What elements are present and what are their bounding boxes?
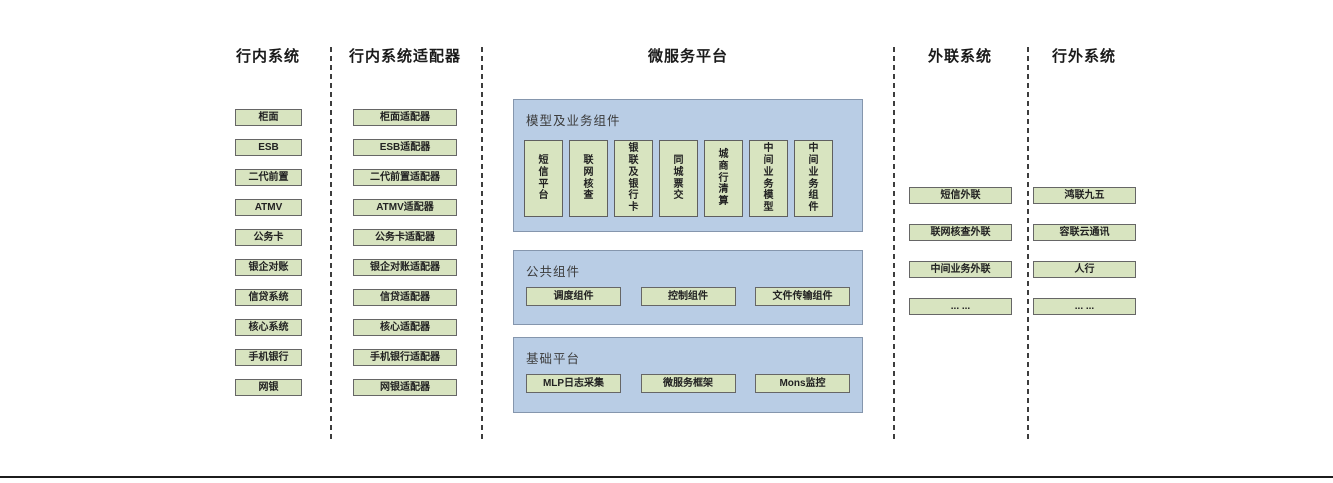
component-box: 短信平台: [524, 140, 563, 217]
system-box: 手机银行: [235, 349, 302, 366]
outside-box-ellipsis: ... ...: [1033, 298, 1136, 315]
panel-model-business-components: 模型及业务组件 短信平台 联网核查 银联及银行卡 同城票交 城商行清算 中间业务…: [513, 99, 863, 232]
box-row: MLP日志采集 微服务框架 Mons监控: [526, 374, 850, 393]
system-box: 银企对账: [235, 259, 302, 276]
lane-title-external: 外联系统: [927, 48, 993, 65]
adapter-box: ESB适配器: [353, 139, 457, 156]
lane-title-inbank: 行内系统: [235, 48, 301, 65]
lane-divider-4: [1027, 47, 1029, 442]
external-box: 短信外联: [909, 187, 1012, 204]
component-box: 中间业务组件: [794, 140, 833, 217]
system-box: 公务卡: [235, 229, 302, 246]
adapter-box: 信贷适配器: [353, 289, 457, 306]
component-box: 微服务框架: [640, 374, 736, 393]
component-label: 城商行清算: [718, 149, 729, 208]
bottom-rule: [0, 476, 1333, 478]
vertical-box-row: 短信平台 联网核查 银联及银行卡 同城票交 城商行清算 中间业务模型 中间业务组…: [524, 140, 833, 217]
adapter-box: 核心适配器: [353, 319, 457, 336]
system-box: 柜面: [235, 109, 302, 126]
component-box: 中间业务模型: [749, 140, 788, 217]
adapter-box: 银企对账适配器: [353, 259, 457, 276]
component-box: 调度组件: [526, 287, 621, 306]
adapters-lane: 柜面适配器 ESB适配器 二代前置适配器 ATMV适配器 公务卡适配器 银企对账…: [353, 109, 457, 396]
panel-label: 公共组件: [526, 265, 581, 279]
component-box: 联网核查: [569, 140, 608, 217]
system-box: 核心系统: [235, 319, 302, 336]
component-label: 联网核查: [583, 154, 594, 202]
outside-box: 鸿联九五: [1033, 187, 1136, 204]
lane-divider-2: [481, 47, 483, 442]
external-lane: 短信外联 联网核查外联 中间业务外联 ... ...: [909, 187, 1012, 315]
adapter-box: 公务卡适配器: [353, 229, 457, 246]
adapter-box: 网银适配器: [353, 379, 457, 396]
system-box: 二代前置: [235, 169, 302, 186]
component-box: 同城票交: [659, 140, 698, 217]
system-box: 网银: [235, 379, 302, 396]
lane-divider-3: [893, 47, 895, 442]
adapter-box: ATMV适配器: [353, 199, 457, 216]
external-box: 中间业务外联: [909, 261, 1012, 278]
component-label: 短信平台: [538, 154, 549, 202]
external-box-ellipsis: ... ...: [909, 298, 1012, 315]
lane-title-outside: 行外系统: [1051, 48, 1117, 65]
system-box: 信贷系统: [235, 289, 302, 306]
panel-common-components: 公共组件 调度组件 控制组件 文件传输组件: [513, 250, 863, 325]
component-label: 同城票交: [673, 154, 684, 202]
lane-title-adapters: 行内系统适配器: [348, 48, 462, 65]
adapter-box: 柜面适配器: [353, 109, 457, 126]
adapter-box: 手机银行适配器: [353, 349, 457, 366]
panel-label: 基础平台: [526, 352, 581, 366]
component-box: MLP日志采集: [526, 374, 621, 393]
adapter-box: 二代前置适配器: [353, 169, 457, 186]
lane-title-platform: 微服务平台: [647, 48, 729, 65]
external-box: 联网核查外联: [909, 224, 1012, 241]
outside-box: 容联云通讯: [1033, 224, 1136, 241]
component-label: 中间业务组件: [808, 143, 819, 214]
component-label: 银联及银行卡: [628, 143, 639, 214]
system-box: ESB: [235, 139, 302, 156]
panel-base-platform: 基础平台 MLP日志采集 微服务框架 Mons监控: [513, 337, 863, 413]
inbank-lane: 柜面 ESB 二代前置 ATMV 公务卡 银企对账 信贷系统 核心系统 手机银行…: [235, 109, 302, 396]
panel-label: 模型及业务组件: [526, 114, 621, 128]
box-row: 调度组件 控制组件 文件传输组件: [526, 287, 850, 306]
outside-lane: 鸿联九五 容联云通讯 人行 ... ...: [1033, 187, 1136, 315]
component-box: 控制组件: [640, 287, 736, 306]
system-box: ATMV: [235, 199, 302, 216]
component-box: Mons监控: [755, 374, 850, 393]
component-label: 中间业务模型: [763, 143, 774, 214]
lane-divider-1: [330, 47, 332, 442]
component-box: 银联及银行卡: [614, 140, 653, 217]
outside-box: 人行: [1033, 261, 1136, 278]
component-box: 文件传输组件: [755, 287, 850, 306]
component-box: 城商行清算: [704, 140, 743, 217]
